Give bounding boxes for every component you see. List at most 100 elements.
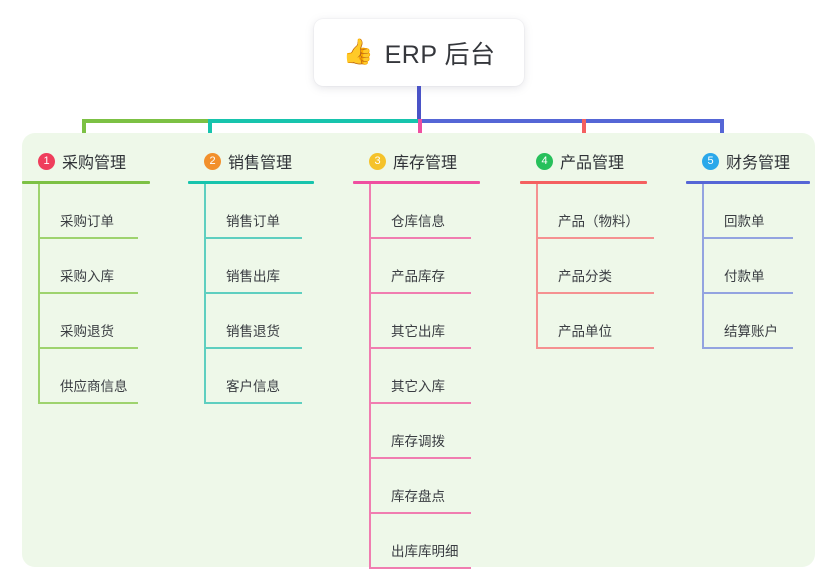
menu-item[interactable]: 供应商信息 — [38, 349, 138, 404]
menu-item[interactable]: 出库库明细 — [369, 514, 471, 569]
root-node[interactable]: 👍 ERP 后台 — [314, 19, 524, 86]
category-column-5: 5 财务管理回款单付款单结算账户 — [686, 147, 810, 349]
menu-item[interactable]: 结算账户 — [702, 294, 793, 349]
connector-root-trunk — [417, 86, 421, 123]
menu-item-label: 产品库存 — [391, 269, 445, 284]
menu-item[interactable]: 客户信息 — [204, 349, 302, 404]
connector-drop-inventory — [418, 119, 422, 145]
menu-item-label: 销售退货 — [226, 324, 280, 339]
menu-item-label: 库存调拨 — [391, 434, 445, 449]
menu-item[interactable]: 库存盘点 — [369, 459, 471, 514]
category-items-5: 回款单付款单结算账户 — [702, 184, 810, 349]
menu-item-underline — [369, 512, 471, 514]
menu-item-underline — [38, 347, 138, 349]
menu-item-label: 采购退货 — [60, 324, 114, 339]
menu-item-label: 结算账户 — [724, 324, 778, 339]
menu-item-spine — [536, 184, 538, 239]
menu-item-label: 供应商信息 — [60, 379, 128, 394]
menu-item-underline — [38, 292, 138, 294]
menu-item-underline — [204, 237, 302, 239]
menu-item-spine — [369, 184, 371, 239]
menu-item[interactable]: 其它入库 — [369, 349, 471, 404]
category-badge-4: 4 — [536, 152, 553, 170]
menu-item-label: 其它出库 — [391, 324, 445, 339]
menu-item-label: 客户信息 — [226, 379, 280, 394]
menu-item-spine — [369, 294, 371, 349]
menu-item-spine — [204, 184, 206, 239]
category-header-4[interactable]: 4 产品管理 — [520, 147, 654, 175]
category-items-3: 仓库信息产品库存其它出库其它入库库存调拨库存盘点出库库明细 — [369, 184, 480, 569]
category-rule-4 — [520, 181, 647, 184]
menu-item-underline — [369, 457, 471, 459]
menu-item-underline — [702, 292, 793, 294]
menu-item-underline — [204, 347, 302, 349]
menu-item-label: 其它入库 — [391, 379, 445, 394]
menu-item-underline — [369, 237, 471, 239]
menu-item-underline — [38, 402, 138, 404]
menu-item-label: 回款单 — [724, 214, 765, 229]
menu-item-underline — [204, 292, 302, 294]
menu-item[interactable]: 付款单 — [702, 239, 793, 294]
connector-drop-finance — [720, 119, 724, 145]
category-badge-5: 5 — [702, 152, 719, 170]
menu-item-spine — [702, 239, 704, 294]
menu-item-spine — [536, 294, 538, 349]
root-title: ERP 后台 — [384, 40, 496, 69]
menu-item-underline — [536, 347, 654, 349]
category-items-1: 采购订单采购入库采购退货供应商信息 — [38, 184, 150, 404]
menu-item[interactable]: 销售出库 — [204, 239, 302, 294]
menu-item-spine — [38, 294, 40, 349]
menu-item-label: 采购入库 — [60, 269, 114, 284]
menu-item-underline — [369, 402, 471, 404]
category-title-5: 财务管理 — [726, 155, 791, 172]
menu-item[interactable]: 销售退货 — [204, 294, 302, 349]
menu-item[interactable]: 其它出库 — [369, 294, 471, 349]
menu-item[interactable]: 产品分类 — [536, 239, 654, 294]
thumbs-up-icon: 👍 — [342, 38, 374, 66]
menu-item-underline — [536, 237, 654, 239]
menu-item[interactable]: 产品（物料） — [536, 184, 654, 239]
menu-item-label: 销售订单 — [226, 214, 280, 229]
menu-item-spine — [38, 239, 40, 294]
category-title-4: 产品管理 — [560, 155, 625, 172]
root-node-content: 👍 ERP 后台 — [342, 35, 495, 71]
menu-item-spine — [38, 349, 40, 404]
category-rule-1 — [22, 181, 150, 184]
menu-item-label: 付款单 — [724, 269, 765, 284]
menu-item-label: 库存盘点 — [391, 489, 445, 504]
menu-item[interactable]: 库存调拨 — [369, 404, 471, 459]
menu-item[interactable]: 产品单位 — [536, 294, 654, 349]
connector-segment-sales — [208, 119, 420, 123]
category-rule-3 — [353, 181, 480, 184]
menu-item[interactable]: 产品库存 — [369, 239, 471, 294]
menu-item-label: 仓库信息 — [391, 214, 445, 229]
menu-item-spine — [204, 349, 206, 404]
menu-item-label: 采购订单 — [60, 214, 114, 229]
menu-item-spine — [702, 294, 704, 349]
menu-item[interactable]: 销售订单 — [204, 184, 302, 239]
menu-item[interactable]: 采购入库 — [38, 239, 138, 294]
menu-item[interactable]: 采购退货 — [38, 294, 138, 349]
category-header-5[interactable]: 5 财务管理 — [686, 147, 810, 175]
menu-item[interactable]: 采购订单 — [38, 184, 138, 239]
category-items-2: 销售订单销售出库销售退货客户信息 — [204, 184, 314, 404]
menu-item[interactable]: 仓库信息 — [369, 184, 471, 239]
menu-item-label: 出库库明细 — [391, 544, 459, 559]
menu-item-label: 销售出库 — [226, 269, 280, 284]
menu-item-label: 产品单位 — [558, 324, 612, 339]
menu-item-label: 产品（物料） — [558, 214, 639, 229]
connector-segment-purchasing — [82, 119, 210, 123]
menu-item-spine — [369, 404, 371, 459]
menu-item[interactable]: 回款单 — [702, 184, 793, 239]
category-title-2: 销售管理 — [228, 155, 293, 172]
connector-drop-sales — [208, 119, 212, 145]
menu-item-underline — [369, 567, 471, 569]
menu-item-spine — [369, 239, 371, 294]
